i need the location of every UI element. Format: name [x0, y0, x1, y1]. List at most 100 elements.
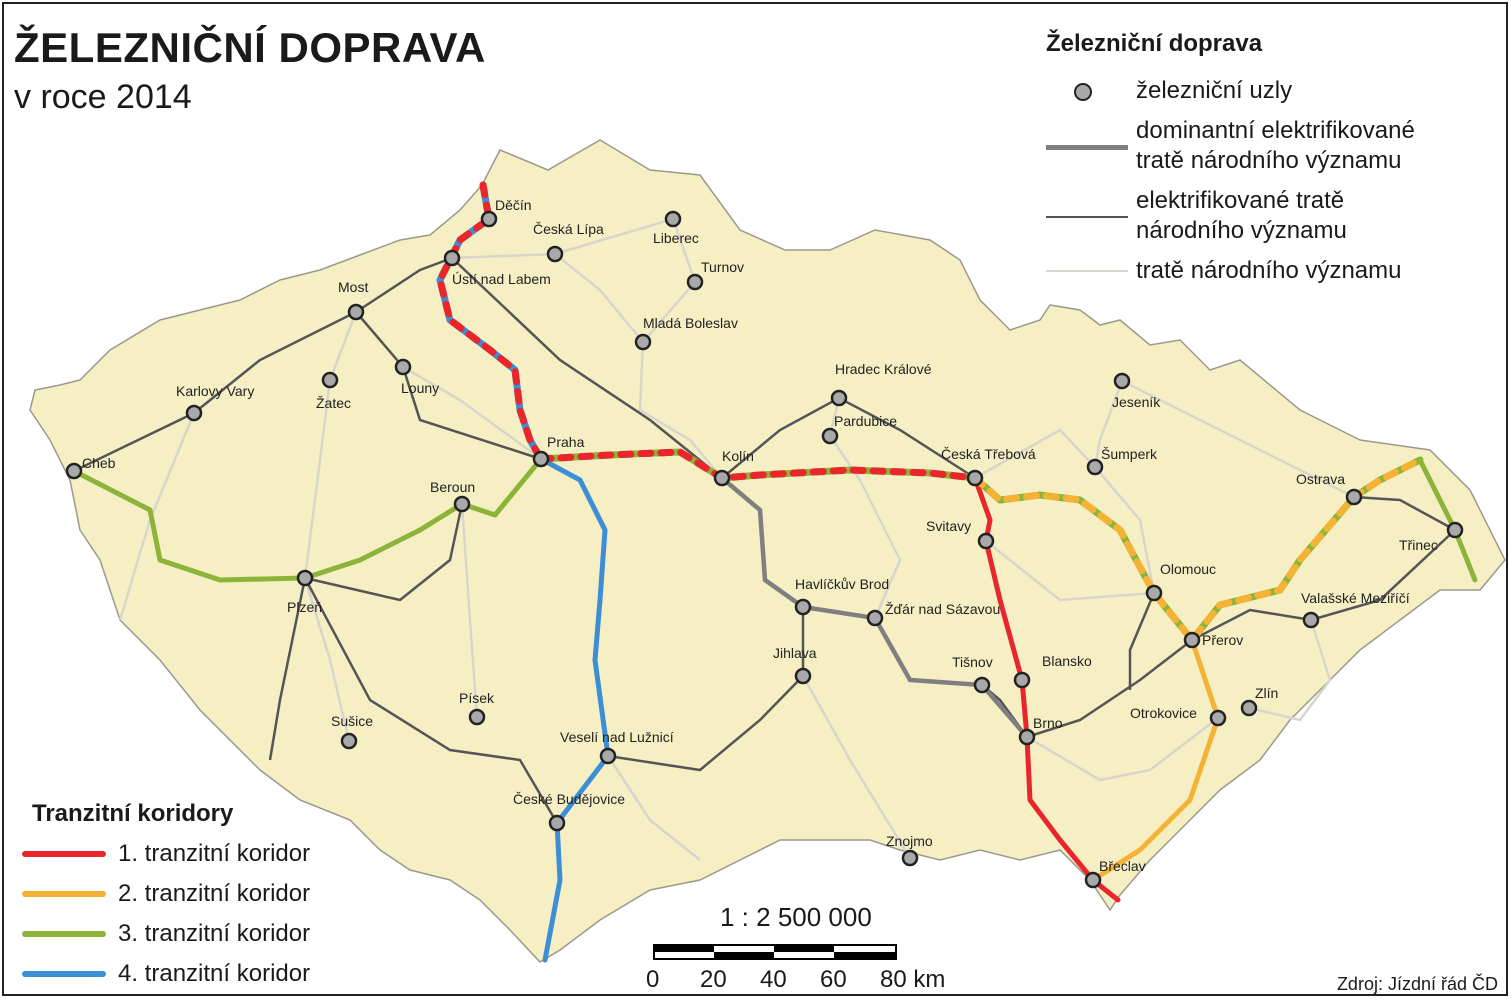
railway-node-icon [977, 532, 995, 550]
railway-node-icon [1084, 871, 1102, 889]
source-note: Zdroj: Jízdní řád ČD [1336, 974, 1498, 994]
railway-node-icon [546, 245, 564, 263]
railway-node-icon [1013, 671, 1031, 689]
scale-ratio: 1 : 2 500 000 [720, 902, 872, 932]
city-label: Svitavy [926, 518, 971, 534]
railway-node-icon [794, 667, 812, 685]
city-label: Tišnov [952, 654, 993, 670]
railway-node-icon [686, 273, 704, 291]
railway-node-icon [394, 358, 412, 376]
city-label: Turnov [701, 259, 744, 275]
city-label: Děčín [495, 197, 532, 213]
city-label: Znojmo [886, 833, 933, 849]
railway-node-icon [1086, 458, 1104, 476]
legend-label-nodes: železniční uzly [1136, 77, 1293, 104]
corridor-legend-item: 4. tranzitní koridor [22, 954, 310, 994]
corridor-line-icon [22, 851, 106, 857]
city-label: Břeclav [1099, 858, 1146, 874]
legend-item-dominant: dominantní elektrifikované tratě národní… [1046, 116, 1415, 176]
railway-node-icon [866, 609, 884, 627]
city-label: Jeseník [1112, 394, 1161, 410]
railway-node-icon [1145, 584, 1163, 602]
railway-node-icon [468, 708, 486, 726]
legend-title: Železniční doprava [1046, 30, 1263, 57]
corridor-line-icon [22, 971, 106, 977]
map-title: ŽELEZNIČNÍ DOPRAVA [14, 24, 486, 71]
corridor-line-icon [22, 931, 106, 937]
city-label: Karlovy Vary [176, 383, 254, 399]
legend-item-national: tratě národního významu [1046, 256, 1402, 286]
city-label: Blansko [1042, 653, 1092, 669]
city-label: Šumperk [1101, 446, 1158, 462]
city-label: Veselí nad Lužnicí [560, 729, 674, 745]
city-label: Žďár nad Sázavou [885, 601, 1000, 617]
city-label: Brno [1033, 715, 1063, 731]
legend-item-nodes: železniční uzly [1046, 76, 1292, 106]
railway-node-icon [321, 371, 339, 389]
railway-node-icon [966, 469, 984, 487]
city-label: Česká Třebová [941, 446, 1036, 462]
scale-tick: 0 [646, 966, 660, 993]
railway-node-icon [664, 210, 682, 228]
corridor-list: 1. tranzitní koridor 2. tranzitní koridor… [22, 834, 310, 994]
scale-tick: 60 [820, 966, 847, 993]
city-label: Kolín [722, 448, 754, 464]
scale-tick: 20 [700, 966, 727, 993]
map-subtitle: v roce 2014 [14, 78, 192, 116]
city-label: Olomouc [1160, 561, 1216, 577]
city-label: Pardubice [834, 413, 897, 429]
corridor-label: 3. tranzitní koridor [118, 920, 311, 947]
railway-node-icon [1345, 488, 1363, 506]
railway-node-icon [443, 249, 461, 267]
city-label: Louny [401, 380, 439, 396]
scale-tick: 80 km [880, 966, 946, 993]
railway-node-icon [901, 849, 919, 867]
dominant-lines [720, 476, 1029, 739]
dominant-line-icon [1046, 116, 1136, 176]
railway-node-icon [185, 404, 203, 422]
city-label: Třinec [1399, 537, 1438, 553]
railway-node-icon [340, 732, 358, 750]
city-label: Cheb [82, 455, 116, 471]
corridor-label: 4. tranzitní koridor [118, 960, 311, 987]
legend-label-electrified-2: národního významu [1136, 217, 1347, 244]
corridor-label: 1. tranzitní koridor [118, 840, 311, 867]
legend-label-electrified-1: elektrifikované tratě [1136, 187, 1345, 214]
railway-node-icon [453, 495, 471, 513]
railway-node-icon [634, 333, 652, 351]
scale-tick: 40 [760, 966, 787, 993]
railway-node-icon [1302, 611, 1320, 629]
railway-node-icon [599, 747, 617, 765]
legend: Železniční doprava železniční uzly domin… [1046, 30, 1486, 284]
railway-node-icon [713, 469, 731, 487]
railway-node-icon [1183, 631, 1201, 649]
corridor-legend-item: 2. tranzitní koridor [22, 874, 310, 914]
corridor-legend-item: 3. tranzitní koridor [22, 914, 310, 954]
legend-label-dominant-2: tratě národního významu [1136, 147, 1402, 174]
railway-node-icon [973, 676, 991, 694]
city-label: Most [338, 279, 368, 295]
node-symbol-icon [1046, 76, 1136, 106]
city-label: Ústí nad Labem [452, 271, 551, 287]
railway-node-icon [830, 389, 848, 407]
city-label: Písek [459, 690, 495, 706]
city-label: Zlín [1255, 685, 1278, 701]
city-label: Havlíčkův Brod [795, 576, 889, 592]
city-label: Beroun [430, 479, 475, 495]
railway-node-icon [480, 210, 498, 228]
city-label: Plzeň [287, 599, 322, 615]
city-label: Jihlava [773, 645, 817, 661]
railway-node-icon [532, 450, 550, 468]
city-label: Česká Lípa [533, 221, 604, 237]
corridor-label: 2. tranzitní koridor [118, 880, 311, 907]
city-label: Sušice [331, 713, 373, 729]
corridor-legend-item: 1. tranzitní koridor [22, 834, 310, 874]
city-label: Praha [547, 434, 585, 450]
national-line-icon [1046, 256, 1136, 286]
railway-node-icon [794, 598, 812, 616]
country-outline [29, 139, 1506, 963]
legend-item-electrified: elektrifikované tratě národního významu [1046, 186, 1347, 246]
